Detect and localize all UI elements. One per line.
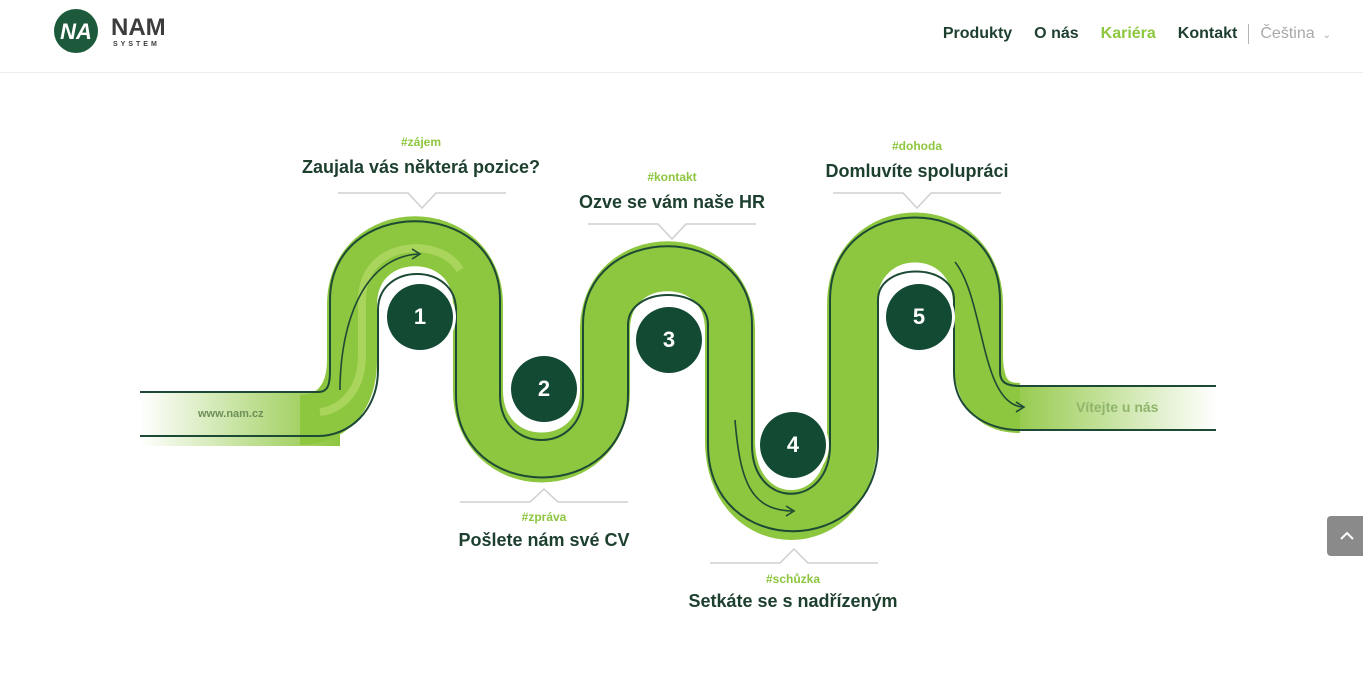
chevron-up-icon xyxy=(1340,531,1354,540)
step-4-tag: #schůzka xyxy=(765,572,821,586)
arrow-4-head xyxy=(785,505,796,517)
site-header: NA NAM SYSTEM Produkty O nás Kariéra Kon… xyxy=(0,0,1363,73)
step-2-tag: #zpráva xyxy=(521,510,567,524)
step-5-badge: 5 xyxy=(886,284,952,350)
logo-name: NAM xyxy=(111,14,166,41)
nam-system-logo[interactable]: NA NAM SYSTEM xyxy=(49,8,179,54)
step-5-tag: #dohoda xyxy=(892,139,942,153)
language-switcher[interactable]: Čeština ⌄ xyxy=(1260,25,1331,43)
road-start-label: www.nam.cz xyxy=(198,408,264,420)
callout-line-4 xyxy=(710,547,878,564)
step-1-badge: 1 xyxy=(387,284,453,350)
nav-o-nas[interactable]: O nás xyxy=(1034,25,1079,42)
step-4-badge: 4 xyxy=(760,412,826,478)
road-main xyxy=(298,212,1022,540)
step-5-title: Domluvíte spolupráci xyxy=(825,161,1009,181)
nav-kontakt[interactable]: Kontakt xyxy=(1177,25,1238,42)
step-1-title: Zaujala vás některá pozice? xyxy=(301,157,541,177)
callout-line-3 xyxy=(588,223,756,241)
callout-line-2 xyxy=(460,487,628,503)
logo-badge-icon xyxy=(54,9,98,53)
logo-subtitle: SYSTEM xyxy=(113,41,160,48)
step-2-badge: 2 xyxy=(511,356,577,422)
scroll-to-top-button[interactable] xyxy=(1327,516,1363,556)
nav-divider xyxy=(1248,24,1250,44)
road-end-label: Vítejte u nás xyxy=(1076,399,1159,415)
logo-mark: NA xyxy=(60,19,92,44)
arrow-1-head xyxy=(411,248,422,260)
step-1-tag: #zájem xyxy=(400,135,442,149)
step-3-tag: #kontakt xyxy=(647,170,697,184)
nav-produkty[interactable]: Produkty xyxy=(942,25,1013,42)
nav-kariera[interactable]: Kariéra xyxy=(1100,25,1156,42)
callout-line-5 xyxy=(833,192,1001,210)
arrow-5 xyxy=(954,261,1023,408)
arrow-5-head xyxy=(1015,401,1026,413)
chevron-down-icon: ⌄ xyxy=(1322,29,1331,41)
step-2-title: Pošlete nám své CV xyxy=(458,530,630,550)
main-navigation: Produkty O nás Kariéra Kontakt Čeština ⌄ xyxy=(921,22,1331,46)
language-label: Čeština xyxy=(1260,25,1315,42)
step-3-title: Ozve se vám naše HR xyxy=(578,192,766,212)
step-3-badge: 3 xyxy=(636,307,702,373)
callout-line-1 xyxy=(338,192,506,210)
step-4-title: Setkáte se s nadřízeným xyxy=(688,591,898,611)
